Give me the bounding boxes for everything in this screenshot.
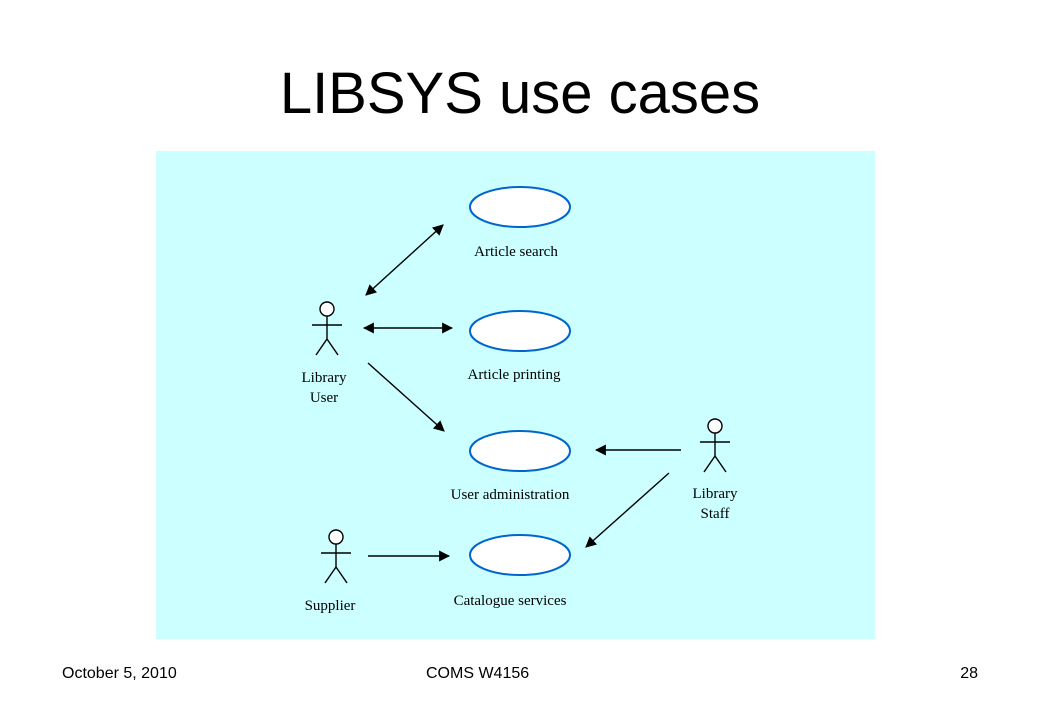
- footer-page-number: 28: [960, 665, 978, 682]
- footer-course: COMS W4156: [426, 665, 530, 682]
- use-case-label: User administration: [451, 487, 570, 503]
- use-case-ellipse: [469, 534, 571, 576]
- use-case-diagram: Article search Article printing User adm…: [156, 151, 875, 639]
- diagram-canvas: Article search Article printing User adm…: [156, 151, 875, 639]
- footer-date: October 5, 2010: [62, 665, 177, 682]
- use-case-catalogue-services: Catalogue services: [454, 534, 571, 609]
- actor-label: User: [310, 390, 338, 406]
- use-case-label: Article search: [474, 244, 558, 260]
- use-case-ellipse: [469, 310, 571, 352]
- actor-label: Library: [302, 370, 347, 386]
- use-case-label: Catalogue services: [454, 593, 567, 609]
- associations: [362, 224, 681, 562]
- actor-library-staff: Library Staff: [693, 418, 738, 522]
- stick-figure-icon: [321, 529, 351, 584]
- actor-library-user: Library User: [302, 301, 347, 406]
- use-case-ellipse: [469, 186, 571, 228]
- slide-title: LIBSYS use cases: [279, 61, 761, 126]
- use-case-article-printing: Article printing: [468, 310, 571, 383]
- actor-label: Staff: [701, 506, 730, 522]
- use-case-label: Article printing: [468, 367, 561, 383]
- association-user-article-search: [365, 224, 444, 296]
- actor-label: Library: [693, 486, 738, 502]
- stick-figure-icon: [700, 418, 730, 473]
- actor-supplier: Supplier: [305, 529, 356, 614]
- association-staff-catalogue-services: [585, 472, 670, 548]
- stick-figure-icon: [312, 301, 342, 356]
- use-case-ellipse: [469, 430, 571, 472]
- association-user-user-administration: [367, 362, 445, 432]
- use-case-article-search: Article search: [469, 186, 571, 260]
- actor-label: Supplier: [305, 598, 356, 614]
- use-case-user-administration: User administration: [451, 430, 571, 503]
